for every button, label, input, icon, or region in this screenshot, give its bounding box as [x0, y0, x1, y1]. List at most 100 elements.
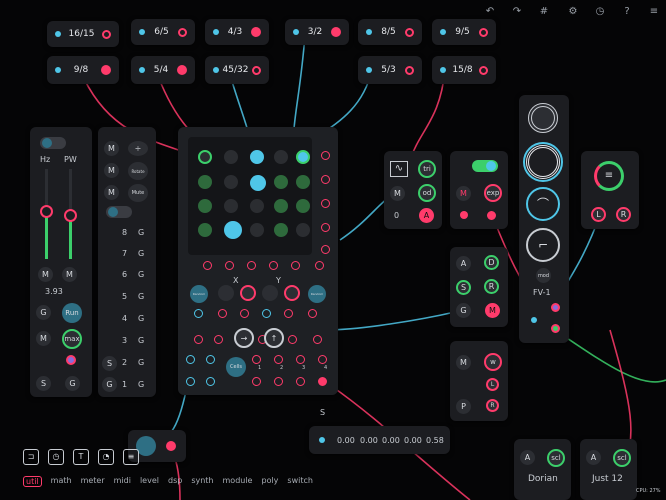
row-gate[interactable]: G [138, 228, 145, 237]
fv1-curve-knob[interactable]: ⌐ [526, 228, 560, 262]
row-gate[interactable]: G [138, 292, 145, 301]
timer-icon[interactable]: ◷ [595, 6, 605, 17]
tri-button[interactable]: tri [418, 160, 436, 178]
row-gate[interactable]: G [138, 336, 145, 345]
tab-switch[interactable]: switch [287, 476, 313, 485]
lfo-m-button[interactable]: M [62, 267, 77, 282]
outlet-ring[interactable] [404, 65, 414, 75]
ratio-chip[interactable]: 9/8 [47, 56, 119, 84]
od-button[interactable]: od [418, 184, 436, 202]
tab-midi[interactable]: midi [113, 476, 131, 485]
seq-in[interactable] [284, 309, 293, 318]
trigger-button[interactable] [136, 436, 156, 456]
lfo-g-button[interactable]: G [36, 305, 51, 320]
inlet-dot[interactable] [213, 67, 219, 73]
fv1-spiral-knob[interactable] [523, 142, 563, 182]
seq-in[interactable] [206, 377, 215, 386]
osc-a-button[interactable]: A [419, 208, 434, 223]
row-out[interactable] [321, 199, 330, 208]
vca-l-button[interactable]: L [486, 378, 499, 391]
w-button[interactable]: w [484, 353, 502, 371]
x-knob[interactable] [218, 285, 234, 301]
inlet-dot[interactable] [139, 29, 145, 35]
mute-s-button[interactable]: S [102, 356, 117, 371]
decay-button[interactable]: D [484, 255, 499, 270]
scale-scl-button[interactable]: scl [613, 449, 631, 467]
tab-meter[interactable]: meter [80, 476, 105, 485]
lfo-out-dot[interactable] [66, 355, 76, 365]
row-gate[interactable]: G [138, 270, 145, 279]
outlet-dot[interactable] [250, 27, 261, 37]
up-arrow-button[interactable]: ↑ [264, 328, 284, 348]
inlet-dot[interactable] [440, 67, 446, 73]
seq-in[interactable] [214, 335, 223, 344]
col-out[interactable] [269, 261, 278, 270]
pw-slider[interactable] [64, 169, 77, 259]
release-button[interactable]: R [484, 279, 499, 294]
ratio-chip[interactable]: 16/15 [47, 21, 119, 47]
right-out-button[interactable]: R [616, 207, 631, 222]
col-out[interactable] [225, 261, 234, 270]
osc-m-button[interactable]: M [390, 186, 405, 201]
lfo-toggle[interactable] [40, 137, 66, 149]
seq-in[interactable] [186, 355, 195, 364]
env-out[interactable] [487, 211, 496, 220]
seq-in[interactable] [194, 335, 203, 344]
fv1-out[interactable] [551, 303, 560, 312]
row-gate[interactable]: G [138, 380, 145, 389]
row-gate[interactable]: G [138, 314, 145, 323]
row-gate[interactable]: G [138, 249, 145, 258]
random-y-button[interactable]: Random [308, 285, 326, 303]
tab-synth[interactable]: synth [191, 476, 214, 485]
clock-icon[interactable]: ◷ [48, 449, 64, 465]
inlet-dot[interactable] [213, 29, 219, 35]
col-out[interactable] [315, 261, 324, 270]
ratio-chip[interactable]: 5/3 [358, 56, 422, 84]
seq-in[interactable] [218, 309, 227, 318]
row-gate[interactable]: G [138, 358, 145, 367]
vca-p-button[interactable]: P [456, 399, 471, 414]
seq-in[interactable] [274, 355, 283, 364]
seq-in[interactable] [252, 377, 261, 386]
ratio-chip[interactable]: 45/32 [205, 56, 269, 84]
hz-slider[interactable] [40, 169, 53, 259]
ratio-chip[interactable]: 6/5 [131, 19, 195, 45]
inlet-dot[interactable] [366, 67, 372, 73]
outlet-ring[interactable] [404, 27, 414, 37]
env-out[interactable] [460, 211, 468, 219]
inlet-dot[interactable] [366, 29, 372, 35]
ratio-chip[interactable]: 3/2 [285, 19, 349, 45]
adsr-m-button[interactable]: M [485, 303, 500, 318]
seq-in[interactable] [194, 309, 203, 318]
chart-icon[interactable]: ≡ [123, 449, 139, 465]
scale-a-button[interactable]: A [520, 450, 535, 465]
inlet-dot[interactable] [440, 29, 446, 35]
lfo-m-button[interactable]: M [38, 267, 53, 282]
seq-in[interactable] [274, 377, 283, 386]
sustain-button[interactable]: S [456, 280, 471, 295]
output-dial[interactable]: ≡ [594, 161, 624, 191]
attack-button[interactable]: A [456, 256, 471, 271]
adsr-g-button[interactable]: G [456, 303, 471, 318]
mod-button[interactable]: mod [536, 268, 551, 283]
seq-in[interactable] [186, 377, 195, 386]
vca-r-button[interactable]: R [486, 399, 499, 412]
text-icon[interactable]: T [73, 449, 89, 465]
seq-in[interactable] [252, 355, 261, 364]
env-toggle[interactable] [472, 160, 498, 172]
row-out[interactable] [321, 175, 330, 184]
seq-in[interactable] [318, 355, 327, 364]
tab-dsp[interactable]: dsp [167, 476, 183, 485]
trigger-out[interactable] [166, 441, 176, 451]
outlet-ring[interactable] [102, 29, 111, 39]
x-knob[interactable] [240, 285, 256, 301]
lfo-g-button[interactable]: G [65, 376, 80, 391]
row-out[interactable] [321, 223, 330, 232]
seq-in[interactable] [318, 377, 327, 386]
fv1-in[interactable] [531, 317, 537, 323]
row-out[interactable] [321, 245, 330, 254]
col-out[interactable] [247, 261, 256, 270]
clip-icon[interactable]: ⊐ [23, 449, 39, 465]
fv1-shape-knob[interactable]: ⌒ [526, 187, 560, 221]
y-knob[interactable] [284, 285, 300, 301]
